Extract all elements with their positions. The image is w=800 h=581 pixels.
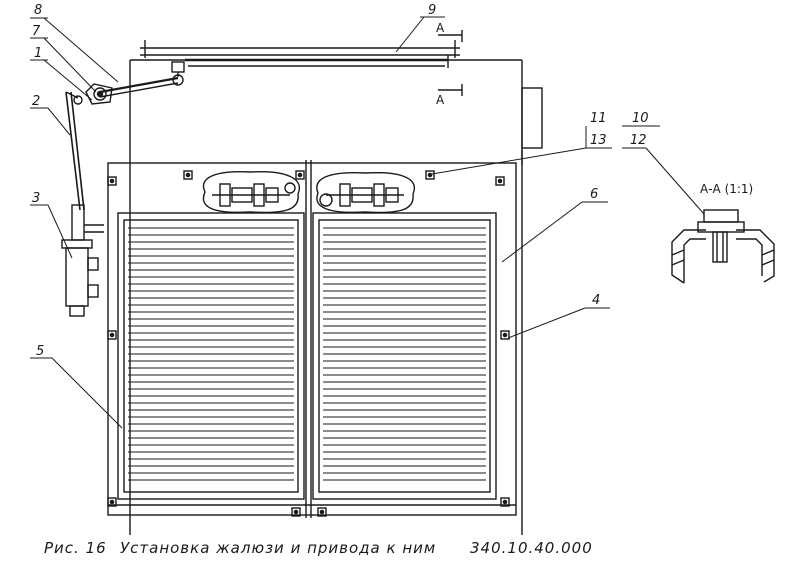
part-label-8: 8 xyxy=(34,3,42,18)
part-label-10: 10 xyxy=(632,111,649,126)
part-label-1: 1 xyxy=(34,46,42,61)
bolt-icon xyxy=(107,497,117,507)
section-title: А-А (1:1) xyxy=(700,182,753,196)
part-label-4: 4 xyxy=(592,293,600,308)
bolt-icon xyxy=(317,507,327,517)
section-cut-markers xyxy=(438,30,463,96)
part-label-11: 11 xyxy=(590,111,607,126)
bolt-icon xyxy=(107,176,117,186)
part-label-7: 7 xyxy=(32,24,41,39)
bolt-icon xyxy=(295,170,305,180)
bolt-icon xyxy=(107,330,117,340)
louvre-panel-left xyxy=(117,212,305,500)
louvre-panel-right xyxy=(312,212,497,500)
part-label-6: 6 xyxy=(590,187,598,202)
section-marker-top: A xyxy=(436,21,445,35)
bolt-icon xyxy=(500,330,510,340)
section-marker-bottom: A xyxy=(436,93,445,107)
part-label-9: 9 xyxy=(428,3,436,18)
part-label-2: 2 xyxy=(32,94,40,109)
caption-code: 340.10.40.000 xyxy=(470,539,593,557)
bolt-icon xyxy=(495,176,505,186)
caption-figure: Рис. 16 xyxy=(44,539,107,557)
louvre-slats xyxy=(128,227,486,481)
top-rail xyxy=(140,40,460,68)
caption-text: Установка жалюзи и привода к ним xyxy=(120,539,436,557)
part-label-12: 12 xyxy=(630,133,647,148)
bolt-icon xyxy=(183,170,193,180)
section-view xyxy=(671,209,775,284)
drive-mechanism-left xyxy=(202,170,301,214)
part-label-5: 5 xyxy=(36,344,44,359)
drive-mechanism-right xyxy=(316,171,416,214)
part-label-13: 13 xyxy=(590,133,607,148)
bolt-icon xyxy=(425,170,435,180)
bolt-icon xyxy=(291,507,301,517)
drive-rod xyxy=(65,91,85,211)
bolts xyxy=(107,170,510,517)
linkage-lever xyxy=(73,61,185,105)
drive-cylinder xyxy=(61,204,104,317)
bolt-icon xyxy=(500,497,510,507)
part-label-3: 3 xyxy=(32,191,40,206)
leader-lines xyxy=(30,16,705,429)
